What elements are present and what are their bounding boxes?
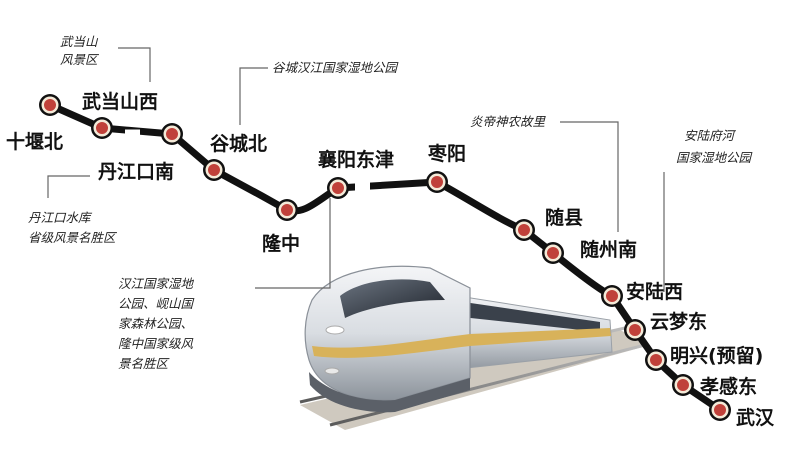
station-label-danjiangkounan: 丹江口南 (98, 161, 174, 183)
leader-longzhong (255, 198, 331, 289)
scenic-callouts: 武当山 风景区 谷城汉江国家湿地公园 丹江口水库 省级风景名胜区 汉江国家湿地 … (28, 34, 753, 371)
leader-suizhou (560, 121, 619, 232)
station-marker-core (518, 224, 530, 236)
station-label-mingxing: 明兴(预留) (670, 345, 763, 367)
station-marker-core (96, 122, 108, 134)
station-marker-core (714, 404, 726, 416)
callout-wudang-line1: 武当山 (60, 34, 99, 49)
station-label-yunmengdong: 云梦东 (650, 310, 707, 333)
station-marker-core (677, 379, 689, 391)
callout-gucheng-line1: 谷城汉江国家湿地公园 (272, 60, 399, 75)
leader-gucheng (239, 67, 268, 125)
station-label-xiaogandong: 孝感东 (700, 375, 757, 398)
train-skirt (309, 372, 470, 413)
train-windshield (340, 279, 445, 318)
station-marker-core (208, 164, 220, 176)
station-marker-core (606, 290, 618, 302)
train-headlight (325, 325, 345, 335)
station-marker-core (281, 204, 293, 216)
callout-longzhong-line1: 汉江国家湿地 (118, 276, 195, 291)
callout-longzhong-line3: 家森林公园、 (118, 316, 193, 331)
train-window-band (450, 300, 600, 332)
station-marker-core (166, 128, 178, 140)
station-label-xiangyangdongjin: 襄阳东津 (317, 148, 394, 171)
station-marker-core (629, 324, 641, 336)
station-label-suixian: 随县 (545, 206, 583, 229)
station-marker-core (431, 176, 443, 188)
callout-danjiangkou-line1: 丹江口水库 (28, 210, 93, 225)
station-markers (39, 94, 731, 421)
leader-wudang (118, 47, 151, 82)
callout-longzhong-line2: 公园、岘山国 (118, 296, 195, 311)
callout-anlu-line2: 国家湿地公园 (676, 150, 753, 165)
station-label-shiyanbei: 十堰北 (6, 130, 63, 153)
station-label-suizhounan: 随州南 (580, 238, 637, 261)
station-label-guchengbei: 谷城北 (210, 132, 267, 155)
station-marker-core (332, 182, 344, 194)
train-headlight (324, 367, 340, 375)
callout-anlu-line1: 安陆府河 (684, 128, 737, 143)
train-stripe (312, 328, 611, 358)
station-label-zaoyang: 枣阳 (427, 142, 466, 165)
station-marker-core (44, 99, 56, 111)
callout-longzhong-line4: 隆中国家级风 (118, 336, 194, 351)
station-marker-core (650, 354, 662, 366)
station-marker-core (547, 247, 559, 259)
station-label-longzhong: 隆中 (262, 232, 300, 255)
callout-suizhou-line1: 炎帝神农故里 (470, 114, 547, 129)
callout-longzhong-line5: 景名胜区 (118, 356, 171, 371)
station-labels: 十堰北 武当山西 丹江口南 谷城北 隆中 襄阳东津 枣阳 随县 随州南 安陆西 … (6, 90, 775, 429)
leader-danjiangkou (47, 175, 90, 198)
station-label-wuhan: 武汉 (736, 407, 775, 429)
station-label-wudangshanxi: 武当山西 (82, 90, 158, 113)
callout-danjiangkou-line2: 省级风景名胜区 (28, 230, 118, 245)
callout-wudang-line2: 风景区 (60, 52, 100, 67)
train-illustration (299, 265, 650, 430)
station-label-anluxi: 安陆西 (626, 280, 683, 303)
callout-leaders (47, 47, 665, 292)
